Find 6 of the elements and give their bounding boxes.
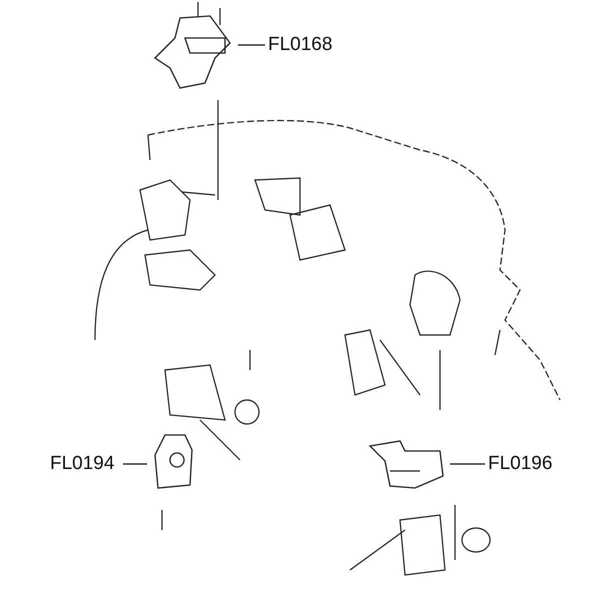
leader-line — [123, 463, 147, 465]
leader-line — [238, 44, 265, 46]
part-number: FL0194 — [50, 453, 120, 475]
part-number: FL0168 — [268, 34, 338, 56]
leader-line — [450, 463, 485, 465]
part-number: FL0196 — [488, 453, 558, 475]
